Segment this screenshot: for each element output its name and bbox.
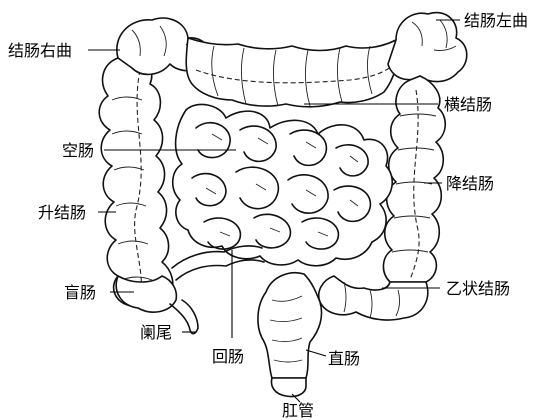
label-rectum: 直肠 <box>328 349 360 368</box>
label-ascending-colon: 升结肠 <box>38 203 86 222</box>
anal-canal-shape <box>272 378 306 397</box>
label-descending-colon: 降结肠 <box>446 174 494 193</box>
transverse-colon-shape <box>186 38 398 107</box>
label-appendix: 阑尾 <box>140 323 172 342</box>
label-cecum: 盲肠 <box>64 283 96 302</box>
label-sigmoid-colon: 乙状结肠 <box>446 279 510 298</box>
appendix-shape <box>170 300 198 334</box>
sigmoid-colon-shape <box>319 276 428 320</box>
label-ileum: 回肠 <box>212 347 244 366</box>
cecum-shape <box>116 276 176 312</box>
small-intestine <box>173 104 393 265</box>
label-left-colic-flexure: 结肠左曲 <box>464 11 528 30</box>
label-transverse-colon: 横结肠 <box>444 95 492 114</box>
label-right-colic-flexure: 结肠右曲 <box>8 41 72 60</box>
label-jejunum: 空肠 <box>62 141 94 160</box>
label-anal-canal: 肛管 <box>282 401 314 420</box>
ascending-colon-shape <box>99 56 173 309</box>
